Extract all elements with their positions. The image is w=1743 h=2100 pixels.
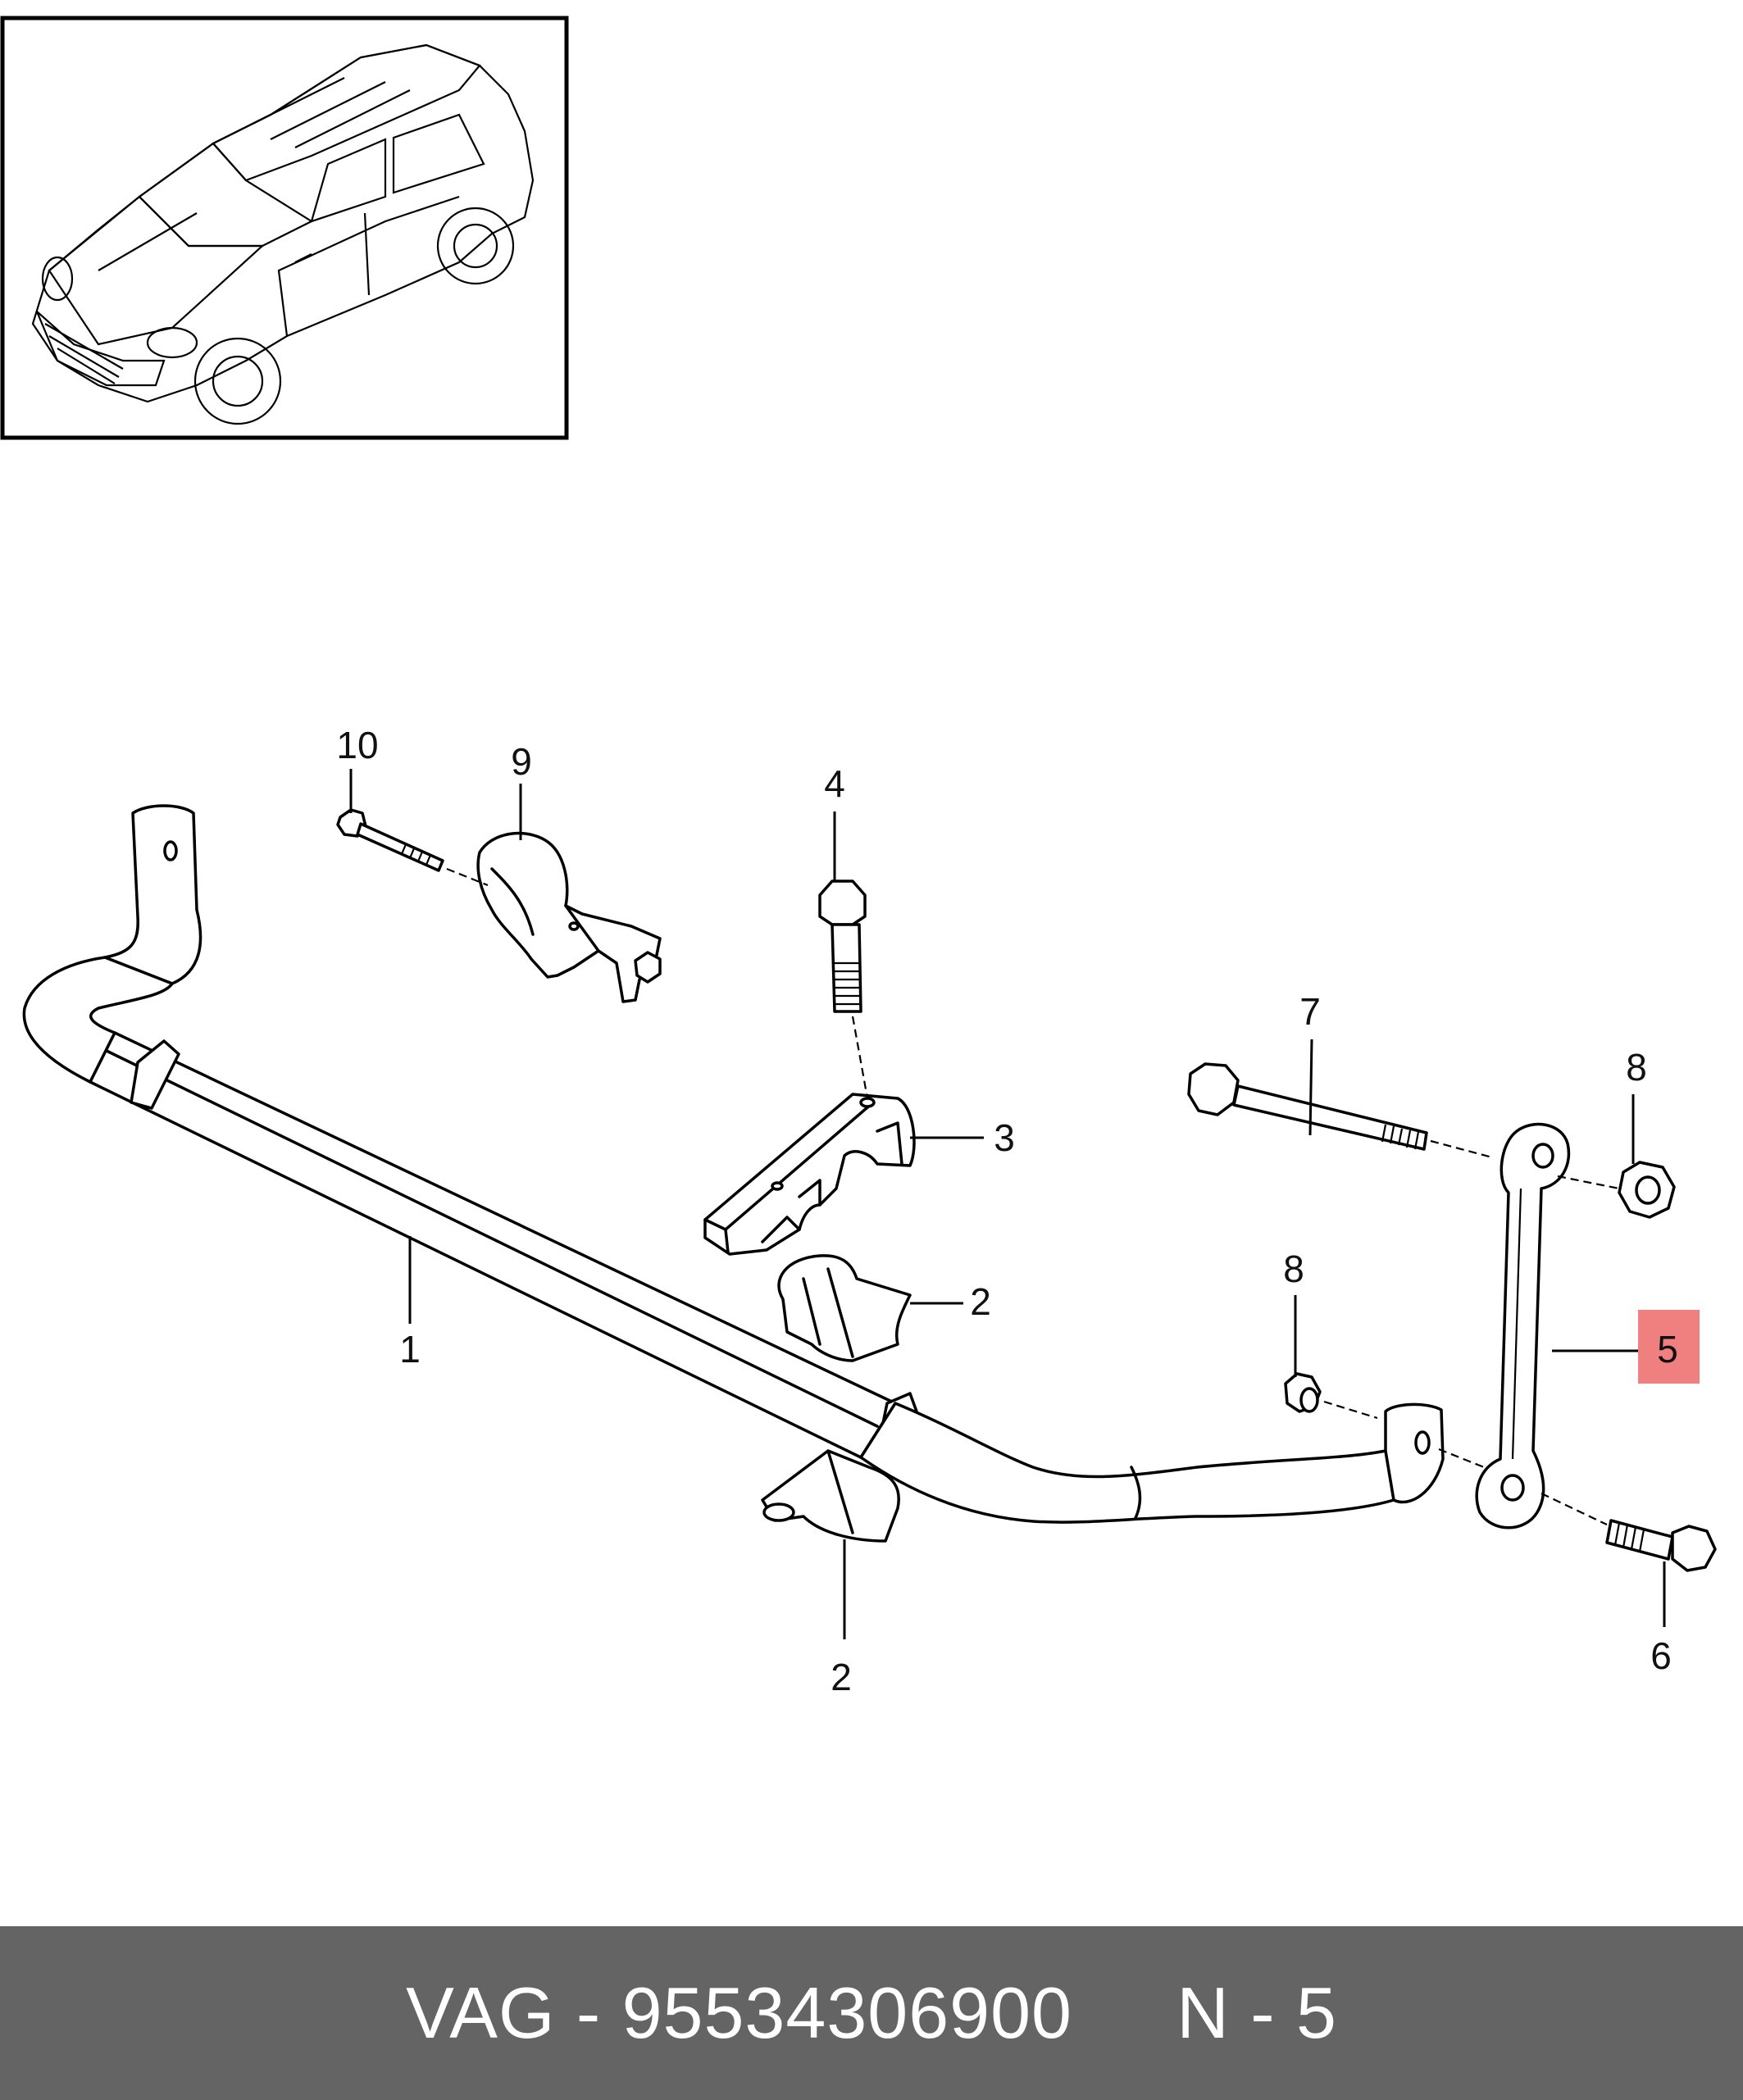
footer-bar: VAG - 95534306900 N - 5 (0, 1926, 1743, 2100)
leader-lines (349, 769, 1666, 1639)
callout-10: 10 (336, 724, 378, 766)
callout-1: 1 (399, 1328, 421, 1370)
clamp-bracket (476, 831, 662, 1003)
footer-part-number: VAG - 95534306900 N - 5 (406, 1972, 1337, 2053)
callout-3: 3 (994, 1116, 1015, 1159)
bolt-vertical (818, 880, 869, 1099)
bushing-upper (777, 1254, 912, 1362)
highlight-box (1638, 1310, 1700, 1384)
callout-5: 5 (1657, 1328, 1678, 1370)
bushing-lower (761, 1449, 900, 1543)
parts-diagram: 1 2 2 3 4 5 6 7 8 8 9 10 (0, 16, 1717, 1698)
callout-6: 6 (1650, 1634, 1672, 1677)
bolt-link-lower (1540, 1493, 1717, 1572)
bolt-small (336, 808, 489, 887)
callout-9: 9 (511, 740, 532, 783)
callout-8-upper: 8 (1626, 1046, 1647, 1089)
callout-2-lower: 2 (831, 1656, 852, 1698)
nut-lower (1284, 1372, 1485, 1469)
bolt-long (1187, 1062, 1493, 1159)
callout-8-lower: 8 (1283, 1248, 1304, 1290)
callout-4: 4 (824, 762, 845, 805)
callout-2-upper: 2 (970, 1280, 991, 1323)
mounting-bracket (703, 1093, 916, 1256)
nut-upper (1557, 1161, 1676, 1219)
callout-7: 7 (1299, 990, 1321, 1033)
vehicle-thumbnail (0, 16, 569, 440)
coupling-link (1475, 1122, 1571, 1530)
stabilizer-bar (22, 804, 1445, 1524)
